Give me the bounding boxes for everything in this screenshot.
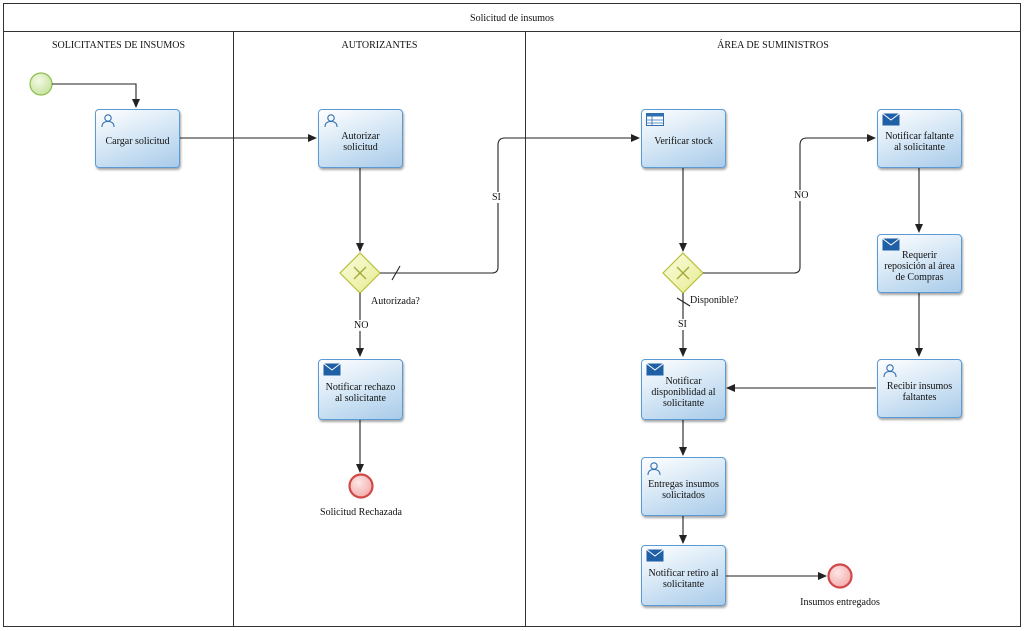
default-flow-marker-disponible [676,297,691,307]
task-label: Recibir insumos faltantes [886,380,953,403]
task-notificar-faltante[interactable]: Notificar faltante al solicitante [877,109,962,168]
task-label: Verificar stock [654,136,713,147]
task-label: Cargar solicitud [105,136,170,147]
task-label: Notificar rechazo al solicitante [325,381,396,404]
start-event [29,72,53,96]
envelope-icon [323,363,341,376]
task-verificar-stock[interactable]: Verificar stock [641,109,726,168]
pool-title: Solicitud de insumos [470,13,554,24]
envelope-icon [882,238,900,251]
gateway-label-disponible: Disponible? [690,295,739,306]
task-recibir-insumos[interactable]: Recibir insumos faltantes [877,359,962,418]
end-label-rechazada: Solicitud Rechazada [320,507,402,518]
default-flow-marker-autorizada [391,265,401,281]
end-label-entregados: Insumos entregados [800,597,880,608]
envelope-icon [646,363,664,376]
lane-title-suministros: ÁREA DE SUMINISTROS [717,40,829,51]
task-label: Entregas insumos solicitados [648,478,719,501]
task-label: Autorizar solicitud [341,130,380,153]
gateway-disponible [662,252,704,294]
task-cargar-solicitud[interactable]: Cargar solicitud [95,109,180,168]
flow-label-si-disponible: SI [677,319,688,330]
flow-label-no-disponible: NO [793,190,810,201]
lane-title-autorizantes: AUTORIZANTES [341,40,418,51]
envelope-icon [882,113,900,126]
task-entregas-insumos[interactable]: Entregas insumos solicitados [641,457,726,516]
flow-label-no-autorizada: NO [353,320,370,331]
user-icon [883,364,897,377]
user-icon [647,462,661,475]
task-notificar-rechazo[interactable]: Notificar rechazo al solicitante [318,359,403,420]
end-event-rechazada [348,473,374,499]
gateway-autorizada [339,252,381,294]
flow-start-to-cargar [52,83,140,108]
flow-label-si-autorizada: SI [491,192,502,203]
user-icon [101,114,115,127]
task-label: Notificar disponiblidad al solicitante [651,376,716,409]
task-notificar-disponibilidad[interactable]: Notificar disponiblidad al solicitante [641,359,726,420]
task-label: Requerir reposición al área de Compras [884,250,955,283]
task-requerir-reposicion[interactable]: Requerir reposición al área de Compras [877,234,962,293]
flow-si-to-verificar [380,134,640,274]
task-notificar-retiro[interactable]: Notificar retiro al solicitante [641,545,726,606]
task-label: Notificar retiro al solicitante [648,567,719,590]
task-autorizar-solicitud[interactable]: Autorizar solicitud [318,109,403,168]
pool-border [3,3,1021,627]
flow-no-to-faltante [703,134,876,274]
end-event-entregados [827,563,853,589]
gateway-label-autorizada: Autorizada? [371,296,420,307]
task-label: Notificar faltante al solicitante [885,130,954,153]
user-icon [324,114,338,127]
envelope-icon [646,549,664,562]
lane-title-solicitantes: SOLICITANTES DE INSUMOS [51,40,186,51]
table-icon [646,113,664,126]
